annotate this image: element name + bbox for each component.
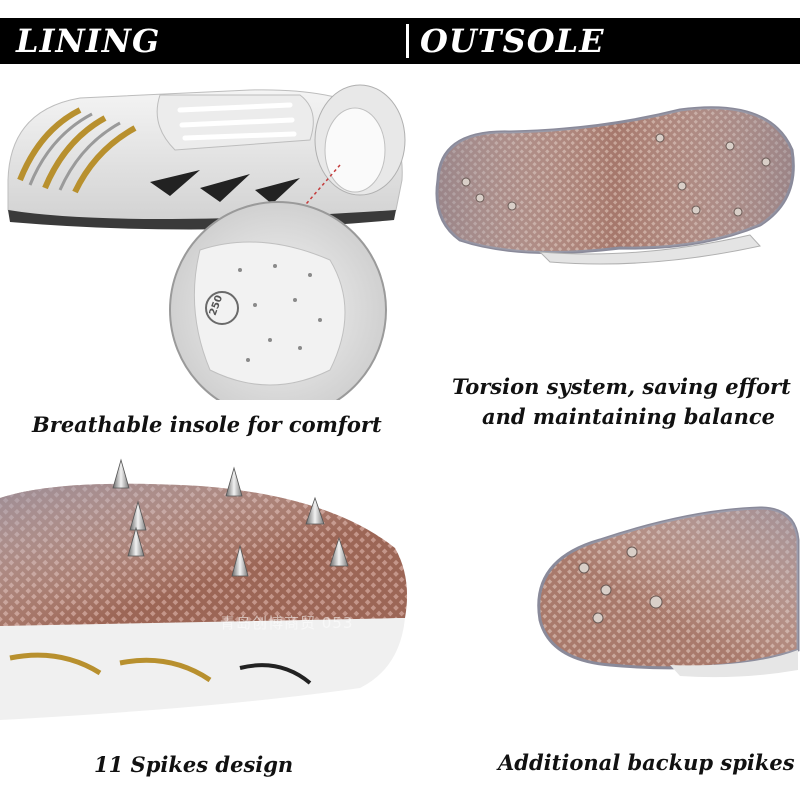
outsole-top-photo xyxy=(420,90,800,270)
outsole-title: OUTSOLE xyxy=(420,22,605,60)
header-divider xyxy=(406,24,409,58)
watermark-text: 青岛创博商贸 053 xyxy=(220,614,354,632)
backup-spikes-photo xyxy=(520,500,800,680)
header-bar: LINING OUTSOLE xyxy=(0,18,800,64)
outsole-caption-line1: Torsion system, saving effort xyxy=(452,374,791,399)
spikes-closeup-photo xyxy=(0,458,420,720)
spikes-caption: 11 Spikes design xyxy=(94,752,294,777)
shoe-lining-photo xyxy=(0,70,410,400)
lining-caption: Breathable insole for comfort xyxy=(32,412,382,437)
backup-spikes-caption: Additional backup spikes xyxy=(498,750,795,775)
lining-title: LINING xyxy=(16,22,161,60)
outsole-caption-line2: and maintaining balance xyxy=(482,404,776,429)
